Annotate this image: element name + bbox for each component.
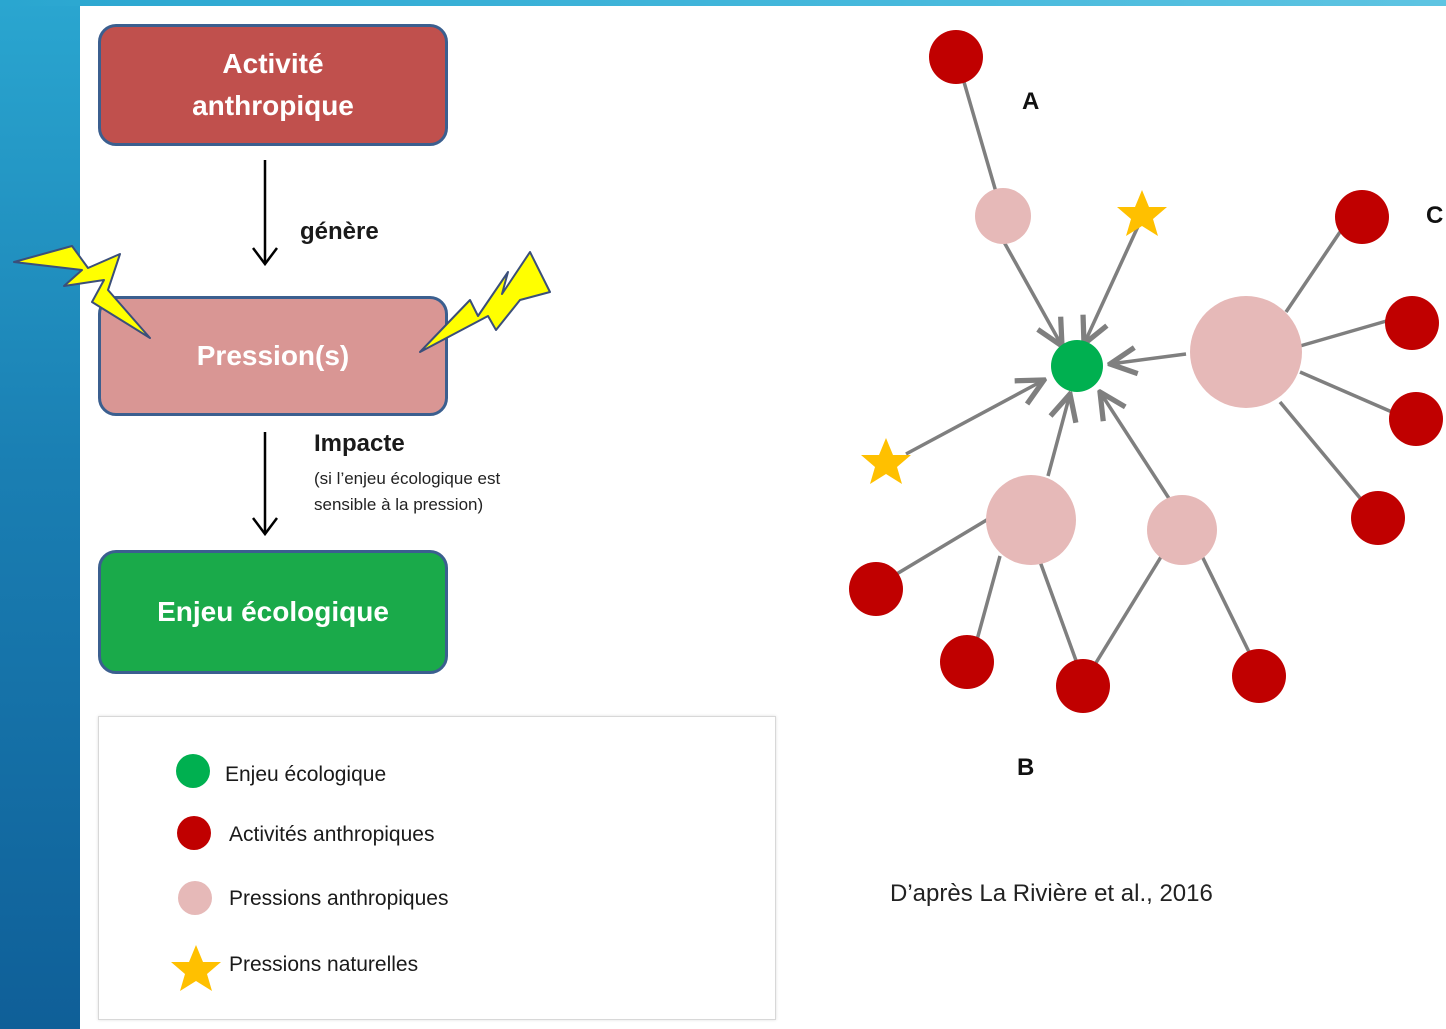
edge xyxy=(1084,221,1142,344)
edge xyxy=(1284,231,1342,313)
impacts-label: Impacte xyxy=(314,430,405,457)
lightning-left-icon xyxy=(13,245,151,339)
edge xyxy=(905,380,1044,456)
edge xyxy=(962,81,998,193)
activity-node xyxy=(1385,296,1439,350)
arrow-generates-head xyxy=(252,247,278,267)
activity-label-line2: anthropique xyxy=(192,90,354,121)
edge xyxy=(1046,394,1070,477)
impacts-note: (si l’enjeu écologique est sensible à la… xyxy=(314,466,574,519)
activity-node xyxy=(1335,190,1389,244)
legend-red-circle-icon xyxy=(177,816,211,850)
edge xyxy=(1278,400,1362,500)
group-label-c: C xyxy=(1426,202,1444,229)
edge xyxy=(1299,370,1393,414)
activity-node xyxy=(849,562,903,616)
pressure-box: Pression(s) xyxy=(98,296,448,416)
pressure-node xyxy=(975,188,1031,244)
group-label-b: B xyxy=(1017,754,1035,781)
edge xyxy=(1100,392,1172,501)
activity-box: Activité anthropique xyxy=(98,24,448,146)
edge xyxy=(1299,318,1391,348)
activity-node xyxy=(1389,392,1443,446)
edge xyxy=(1092,551,1166,667)
legend-label-activities: Activités anthropiques xyxy=(229,823,435,846)
legend-pink-circle-icon xyxy=(178,881,212,915)
edge xyxy=(1036,555,1080,667)
group-label-a: A xyxy=(1022,88,1040,115)
impacts-note-line1: (si l’enjeu écologique est xyxy=(314,469,501,488)
edge xyxy=(1110,354,1187,364)
pressure-label: Pression(s) xyxy=(196,340,350,371)
issue-node xyxy=(1051,340,1103,392)
legend-green-circle-icon xyxy=(176,754,210,788)
activity-node xyxy=(1232,649,1286,703)
activity-node xyxy=(1351,491,1405,545)
activity-node xyxy=(929,30,983,84)
pressure-node xyxy=(1190,296,1302,408)
impacts-note-line2: sensible à la pression) xyxy=(314,495,484,515)
issue-box: Enjeu écologique xyxy=(98,550,448,674)
legend-label-natural: Pressions naturelles xyxy=(229,953,419,976)
activity-node xyxy=(1056,659,1110,713)
activity-label-line1: Activité xyxy=(222,48,324,79)
pressure-node xyxy=(986,475,1076,565)
legend-label-pressures: Pressions anthropiques xyxy=(229,887,449,910)
edge xyxy=(1002,241,1062,346)
edge xyxy=(1198,551,1252,655)
lightning-right-icon xyxy=(419,251,551,353)
edge xyxy=(879,516,991,586)
issue-label: Enjeu écologique xyxy=(157,596,389,627)
activity-node xyxy=(940,635,994,689)
star-icon xyxy=(1117,190,1167,236)
arrow-impacts-head xyxy=(252,517,278,537)
legend-label-issue: Enjeu écologique xyxy=(225,763,387,786)
network-edges xyxy=(879,81,1393,667)
star-icon xyxy=(861,438,911,484)
generates-label: génère xyxy=(300,218,379,245)
source-caption: D’après La Rivière et al., 2016 xyxy=(890,880,1213,907)
pressure-node xyxy=(1147,495,1217,565)
legend: Enjeu écologique Activités anthropiques … xyxy=(98,716,776,1020)
left-decor-band xyxy=(0,0,80,1029)
legend-star-icon xyxy=(171,945,221,991)
top-decor-band xyxy=(0,0,1446,6)
